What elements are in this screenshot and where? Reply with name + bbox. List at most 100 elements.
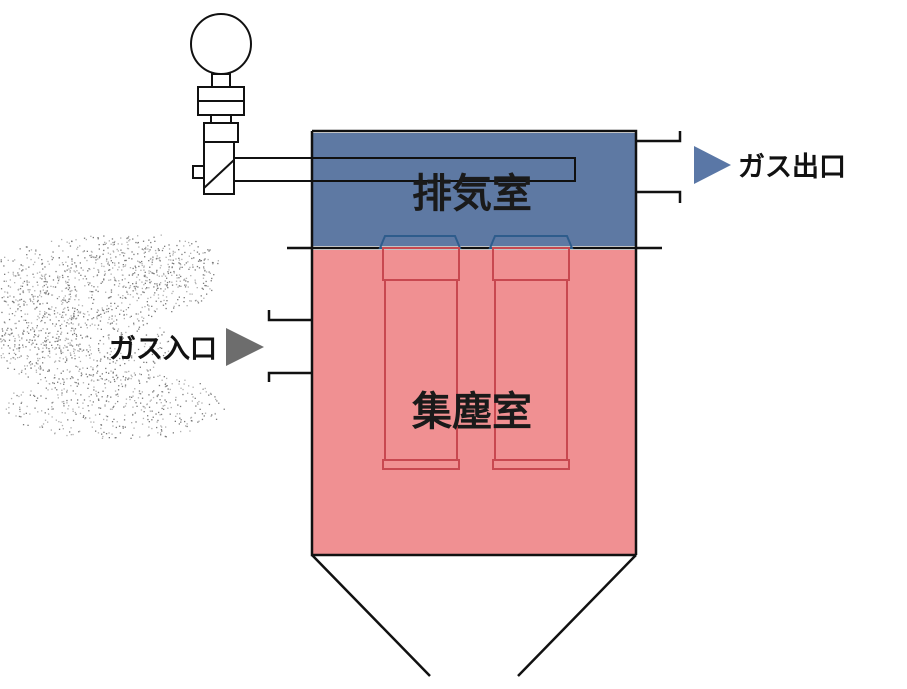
dust-particle [34, 290, 36, 292]
dust-particle [70, 354, 72, 356]
dust-particle [56, 389, 58, 391]
dust-particle [72, 323, 74, 325]
dust-particle [2, 338, 5, 341]
dust-particle [34, 346, 36, 348]
dust-particle [30, 344, 33, 346]
dust-particle [115, 256, 117, 258]
dust-particle [137, 286, 139, 288]
dust-particle [165, 401, 167, 403]
dust-particle [64, 270, 67, 273]
dust-particle [87, 281, 89, 284]
dust-particle [144, 351, 146, 353]
dust-particle [44, 313, 46, 315]
dust-particle [54, 374, 56, 376]
dust-particle [98, 379, 100, 381]
dust-particle [144, 282, 146, 284]
dust-particle [86, 376, 89, 378]
dust-particle [79, 368, 81, 370]
dust-particle [28, 250, 30, 252]
dust-particle [0, 288, 3, 290]
dust-particle [40, 367, 42, 369]
dust-particle [180, 421, 182, 423]
dust-particle [26, 282, 28, 284]
dust-particle [74, 289, 77, 291]
dust-particle [72, 419, 75, 422]
dust-particle [73, 352, 75, 354]
dust-particle [138, 297, 140, 299]
dust-particle [129, 285, 132, 287]
dust-particle [101, 437, 104, 439]
dust-particle [153, 236, 155, 238]
dust-particle [201, 287, 203, 289]
dust-particle [76, 335, 78, 337]
dust-particle [78, 323, 80, 325]
dust-particle [77, 399, 79, 401]
dust-particle [70, 344, 72, 346]
dust-particle [185, 425, 187, 427]
dust-particle [97, 391, 100, 394]
dust-particle [34, 407, 36, 409]
dust-particle [198, 253, 200, 255]
dust-particle [94, 324, 96, 326]
dust-particle [107, 334, 109, 337]
dust-particle [156, 333, 159, 336]
dust-particle [159, 374, 161, 377]
dust-particle [29, 339, 31, 341]
dust-particle [133, 323, 135, 326]
dust-particle [146, 287, 148, 289]
dust-particle [63, 311, 65, 313]
dust-particle [26, 405, 28, 408]
dust-particle [9, 286, 12, 288]
hopper [311, 554, 637, 677]
dust-particle [124, 384, 127, 386]
dust-particle [62, 302, 64, 304]
dust-particle [204, 412, 207, 414]
dust-particle [12, 260, 14, 262]
dust-particle [160, 288, 162, 290]
dust-particle [165, 307, 167, 310]
dust-particle [145, 334, 148, 336]
dust-particle [51, 388, 53, 390]
dust-particle [131, 251, 133, 253]
dust-particle [112, 267, 114, 269]
dust-particle [46, 328, 48, 330]
dust-particle [178, 259, 181, 261]
dust-particle [142, 324, 145, 326]
dust-particle [147, 245, 149, 247]
dust-particle [47, 408, 49, 410]
dust-particle [40, 343, 42, 345]
dust-particle [86, 259, 88, 262]
dust-particle [179, 240, 181, 242]
dust-particle [13, 392, 15, 394]
dust-particle [12, 273, 14, 275]
pulse-valve-icon [190, 13, 252, 195]
dust-particle [145, 276, 147, 278]
dust-particle [14, 340, 16, 342]
dust-particle [48, 292, 50, 295]
dust-particle [32, 296, 34, 298]
dust-particle [167, 271, 169, 273]
dust-particle [52, 257, 54, 259]
dust-particle [0, 261, 2, 263]
dust-particle [178, 383, 180, 385]
dust-particle [87, 311, 89, 313]
dust-particle [127, 378, 129, 381]
dust-particle [209, 392, 212, 394]
dust-particle [60, 372, 62, 374]
dust-particle [14, 338, 16, 340]
dust-particle [179, 405, 182, 408]
dust-particle [180, 285, 182, 287]
dust-particle [143, 252, 145, 254]
dust-particle [108, 269, 110, 271]
dust-particle [148, 314, 150, 316]
dust-particle [14, 259, 16, 261]
dust-particle [7, 345, 9, 347]
dust-particle [20, 316, 23, 318]
dust-particle [92, 401, 94, 403]
dust-particle [14, 314, 16, 317]
dust-particle [20, 371, 23, 373]
dust-particle [0, 357, 3, 359]
dust-particle [36, 327, 38, 329]
dust-particle [129, 239, 131, 241]
dust-particle [60, 316, 63, 318]
